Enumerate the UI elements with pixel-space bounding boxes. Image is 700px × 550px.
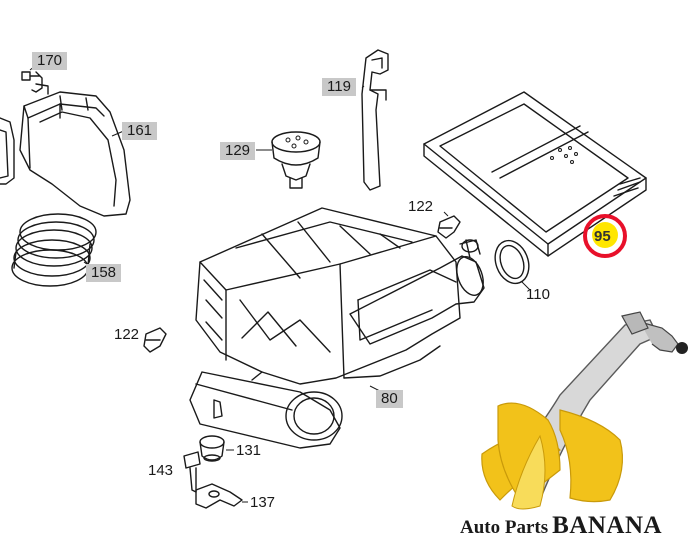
brand-prefix: Auto Parts — [460, 517, 549, 538]
part-label-137[interactable]: 137 — [250, 494, 276, 511]
brand-logo-graphic — [481, 311, 688, 510]
resonator-cylinder — [189, 371, 343, 449]
part-label-95[interactable]: 95 — [594, 228, 611, 245]
air-housing-80 — [195, 207, 461, 393]
clamp-122-bottom — [143, 327, 167, 353]
part-label-161[interactable]: 161 — [122, 122, 158, 140]
part-label-170[interactable]: 170 — [32, 52, 68, 70]
part-label-122-bottom[interactable]: 122 — [114, 326, 140, 343]
part-label-80[interactable]: 80 — [376, 390, 403, 408]
clamp-122-top — [437, 211, 461, 239]
air-filter-95 — [423, 91, 647, 257]
part-label-129[interactable]: 129 — [220, 142, 256, 160]
valve-129 — [256, 131, 321, 189]
seal-ring-110 — [494, 239, 531, 291]
highlight-dot — [592, 222, 618, 248]
grommet-131 — [199, 435, 234, 462]
part-label-122-top[interactable]: 122 — [408, 198, 434, 215]
part-label-110[interactable]: 110 — [526, 286, 550, 303]
left-edge-part — [0, 117, 15, 185]
bolt-143 — [183, 399, 223, 493]
part-label-143[interactable]: 143 — [148, 462, 174, 479]
outlet-tube — [349, 239, 485, 345]
hose-158 — [11, 213, 97, 287]
clip-119 — [361, 49, 389, 191]
part-label-158[interactable]: 158 — [86, 264, 122, 282]
highlight-ring — [583, 214, 627, 258]
part-label-119[interactable]: 119 — [322, 78, 356, 96]
intake-duct-161 — [19, 91, 131, 217]
brand-name: Auto Parts BANANA — [460, 512, 662, 540]
bracket-137 — [195, 483, 248, 509]
part-label-131[interactable]: 131 — [236, 442, 262, 459]
brand-main: BANANA — [552, 512, 663, 539]
